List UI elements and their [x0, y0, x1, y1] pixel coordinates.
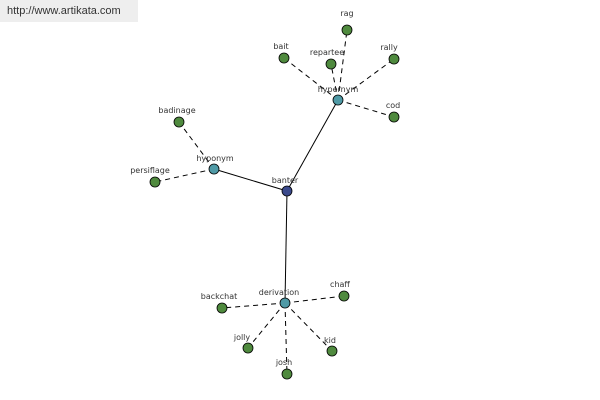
node-badinage-dot[interactable] — [173, 116, 185, 128]
node-kid-dot[interactable] — [326, 345, 338, 357]
node-rag-label: rag — [340, 9, 353, 18]
node-bait-dot[interactable] — [278, 52, 290, 64]
node-rally-dot[interactable] — [388, 53, 400, 65]
node-hyponym-label: hyponym — [196, 154, 234, 163]
edge-hyponym-persiflage — [154, 168, 215, 183]
node-badinage[interactable]: badinage — [158, 106, 196, 128]
relation-edges — [213, 99, 339, 304]
edge-banter-derivation — [284, 190, 288, 304]
edge-derivation-josh — [284, 302, 288, 375]
edge-banter-hypernym — [286, 99, 339, 192]
edge-derivation-kid — [284, 302, 333, 352]
node-bait-label: bait — [273, 42, 288, 51]
node-hyponym[interactable]: hyponym — [196, 154, 234, 175]
node-cod[interactable]: cod — [386, 101, 400, 123]
edge-hypernym-bait — [283, 57, 339, 101]
node-josh[interactable]: josh — [275, 358, 293, 380]
node-rag-dot[interactable] — [341, 24, 353, 36]
node-backchat[interactable]: backchat — [201, 292, 238, 314]
edge-derivation-backchat — [221, 302, 286, 309]
edge-hypernym-cod — [337, 99, 395, 118]
edge-hypernym-rally — [337, 58, 395, 101]
node-kid-label: kid — [324, 336, 336, 345]
node-repartee-label: repartee — [310, 48, 344, 57]
node-backchat-dot[interactable] — [216, 302, 228, 314]
node-josh-dot[interactable] — [281, 368, 293, 380]
node-hypernym-dot[interactable] — [332, 94, 344, 106]
node-persiflage-dot[interactable] — [149, 176, 161, 188]
edge-hypernym-rag — [337, 29, 348, 101]
node-bait[interactable]: bait — [273, 42, 290, 64]
node-hyponym-dot[interactable] — [208, 163, 220, 175]
node-rally[interactable]: rally — [380, 43, 400, 65]
node-repartee[interactable]: repartee — [310, 48, 344, 70]
node-backchat-label: backchat — [201, 292, 238, 301]
node-kid[interactable]: kid — [324, 336, 338, 357]
node-rag[interactable]: rag — [340, 9, 354, 36]
node-chaff-dot[interactable] — [338, 290, 350, 302]
edge-hypernym-repartee — [330, 63, 339, 101]
node-hypernym-label: hypernym — [318, 85, 359, 94]
edge-banter-hyponym — [213, 168, 288, 192]
node-chaff-label: chaff — [330, 280, 350, 289]
node-jolly[interactable]: jolly — [233, 333, 254, 354]
node-derivation-label: derivation — [259, 288, 299, 297]
node-repartee-dot[interactable] — [325, 58, 337, 70]
node-jolly-dot[interactable] — [242, 342, 254, 354]
node-badinage-label: badinage — [158, 106, 195, 115]
leaf-edges — [154, 29, 395, 375]
site-watermark: http://www.artikata.com — [0, 0, 138, 22]
node-banter-dot[interactable] — [281, 185, 293, 197]
node-derivation-dot[interactable] — [279, 297, 291, 309]
node-josh-label: josh — [275, 358, 292, 367]
node-cod-dot[interactable] — [388, 111, 400, 123]
node-jolly-label: jolly — [233, 333, 251, 342]
node-banter[interactable]: banter — [272, 176, 299, 197]
node-cod-label: cod — [386, 101, 400, 110]
node-persiflage-label: persiflage — [130, 166, 170, 175]
node-rally-label: rally — [380, 43, 398, 52]
edge-derivation-chaff — [284, 295, 345, 304]
edge-derivation-jolly — [247, 302, 286, 349]
node-chaff[interactable]: chaff — [330, 280, 350, 302]
node-hypernym[interactable]: hypernym — [318, 85, 359, 106]
node-persiflage[interactable]: persiflage — [130, 166, 170, 188]
edge-hyponym-badinage — [178, 121, 215, 170]
node-derivation[interactable]: derivation — [259, 288, 299, 309]
node-banter-label: banter — [272, 176, 299, 185]
